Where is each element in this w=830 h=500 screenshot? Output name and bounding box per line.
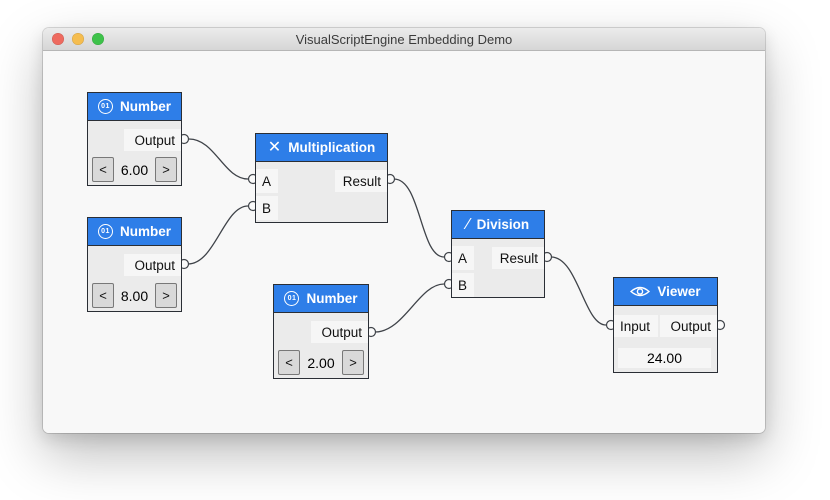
node-header[interactable]: ✕ Multiplication [256,134,387,162]
node-number-2[interactable]: 01 Number Output < 8.00 > [87,217,182,312]
value-stepper: < 8.00 > [88,283,181,308]
node-division[interactable]: ∕ Division A B Result [451,210,545,298]
output-slot[interactable]: Output [124,129,181,151]
output-slot-result[interactable]: Result [492,247,544,269]
node-number-3[interactable]: 01 Number Output < 2.00 > [273,284,369,379]
wire-number3-output-to-division-b[interactable] [374,283,445,333]
output-slot[interactable]: Output [311,321,368,343]
value-text: 2.00 [307,354,335,371]
minimize-button[interactable] [72,33,84,45]
output-slot-result[interactable]: Result [335,170,387,192]
node-title: Multiplication [288,140,376,155]
multiply-icon: ✕ [267,138,282,156]
increment-button[interactable]: > [155,157,177,182]
wire-multiplication-result-to-division-a[interactable] [393,178,445,258]
input-slot[interactable]: Input [614,315,658,337]
number-01-icon: 01 [284,291,300,306]
value-text: 8.00 [120,287,149,304]
zoom-button[interactable] [92,33,104,45]
input-slot-b[interactable]: B [452,273,474,297]
node-viewer[interactable]: Viewer Input Output 24.00 [613,277,718,373]
decrement-button[interactable]: < [92,157,114,182]
divide-icon: ∕ [466,215,470,233]
output-slot[interactable]: Output [124,254,181,276]
number-01-icon: 01 [97,99,113,114]
node-title: Number [306,291,358,306]
output-slot[interactable]: Output [660,315,717,337]
value-stepper: < 2.00 > [274,350,368,375]
value-stepper: < 6.00 > [88,157,181,182]
value-text: 6.00 [120,161,149,178]
wire-number1-output-to-multiplication-a[interactable] [188,138,249,180]
node-title: Viewer [657,284,701,299]
window-title: VisualScriptEngine Embedding Demo [295,31,513,47]
eye-icon [630,285,651,298]
app-window: VisualScriptEngine Embedding Demo 01 Num… [43,28,765,433]
input-slot-a[interactable]: A [452,246,474,270]
node-multiplication[interactable]: ✕ Multiplication A B Result [255,133,388,223]
title-bar[interactable]: VisualScriptEngine Embedding Demo [43,28,765,51]
increment-button[interactable]: > [155,283,177,308]
wire-division-result-to-viewer-input[interactable] [550,256,607,326]
viewer-value-text: 24.00 [618,348,711,368]
increment-button[interactable]: > [342,350,364,375]
node-number-1[interactable]: 01 Number Output < 6.00 > [87,92,182,186]
node-header[interactable]: 01 Number [88,218,181,246]
node-title: Number [119,99,171,114]
wires-layer [178,133,726,338]
number-01-icon: 01 [97,224,113,239]
node-title: Division [476,217,530,232]
wire-number2-output-to-multiplication-b[interactable] [187,205,249,265]
traffic-lights [52,33,104,45]
node-header[interactable]: 01 Number [88,93,181,121]
node-header[interactable]: 01 Number [274,285,368,313]
close-button[interactable] [52,33,64,45]
node-header[interactable]: Viewer [614,278,717,306]
decrement-button[interactable]: < [92,283,114,308]
input-slot-a[interactable]: A [256,169,278,193]
node-title: Number [119,224,171,239]
input-slot-b[interactable]: B [256,196,278,220]
decrement-button[interactable]: < [278,350,300,375]
node-header[interactable]: ∕ Division [452,211,544,239]
